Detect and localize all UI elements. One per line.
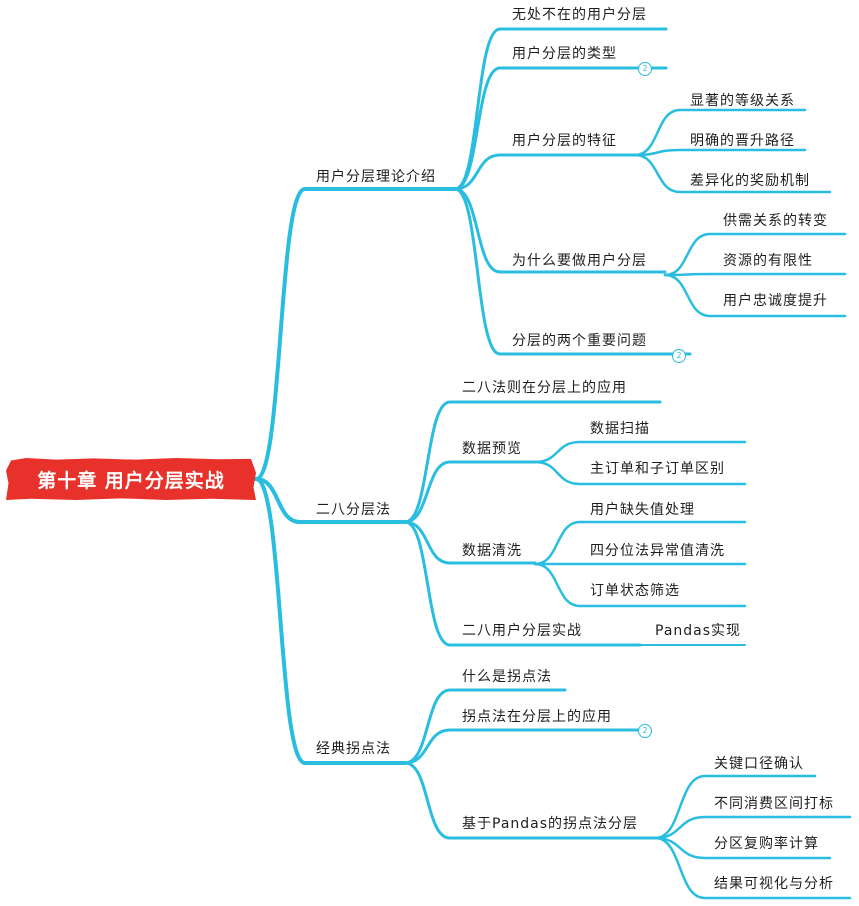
connector-line	[663, 232, 847, 277]
collapsed-count-badge[interactable]: 2	[638, 62, 652, 76]
connector-line	[533, 562, 747, 608]
topic-inflection-method[interactable]: 经典拐点法	[316, 741, 391, 757]
connector-line	[653, 815, 852, 840]
topic-missing-values[interactable]: 用户缺失值处理	[590, 502, 695, 518]
connector-line	[403, 400, 662, 524]
connector-line	[453, 187, 667, 274]
connector-line	[533, 520, 747, 566]
connector-line	[254, 187, 457, 481]
topic-layering-types[interactable]: 用户分层的类型	[512, 46, 617, 62]
topic-pareto-application[interactable]: 二八法则在分层上的应用	[462, 380, 627, 396]
topic-metric-definition[interactable]: 关键口径确认	[714, 756, 804, 772]
topic-supply-demand[interactable]: 供需关系的转变	[723, 213, 828, 229]
connector-line	[403, 761, 657, 840]
connector-line	[403, 460, 537, 524]
topic-ubiquitous-layering[interactable]: 无处不在的用户分层	[512, 7, 647, 23]
topic-data-scan[interactable]: 数据扫描	[590, 421, 650, 437]
connector-line	[403, 520, 537, 565]
topic-two-key-questions[interactable]: 分层的两个重要问题	[512, 333, 647, 349]
connector-line	[403, 728, 642, 765]
connector-line	[653, 836, 852, 900]
connector-line	[653, 774, 817, 840]
topic-order-difference[interactable]: 主订单和子订单区别	[590, 461, 725, 477]
root-label: 第十章 用户分层实战	[37, 469, 225, 492]
connector-line	[633, 153, 832, 194]
topic-pandas-implementation[interactable]: Pandas实现	[655, 623, 742, 639]
connector-line	[453, 187, 692, 356]
collapsed-count-badge[interactable]: 2	[672, 349, 686, 363]
topic-loyalty[interactable]: 用户忠诚度提升	[723, 293, 828, 309]
connector-line	[453, 66, 668, 191]
topic-outlier-cleaning[interactable]: 四分位法异常值清洗	[590, 543, 725, 559]
topic-pareto-method[interactable]: 二八分层法	[316, 502, 391, 518]
topic-layering-features[interactable]: 用户分层的特征	[512, 133, 617, 149]
topic-pareto-practice[interactable]: 二八用户分层实战	[462, 623, 582, 639]
connector-line	[453, 153, 637, 191]
topic-consumption-tagging[interactable]: 不同消费区间打标	[714, 796, 834, 812]
collapsed-count-badge[interactable]: 2	[638, 724, 652, 738]
topic-limited-resources[interactable]: 资源的有限性	[723, 253, 813, 269]
topic-pandas-inflection[interactable]: 基于Pandas的拐点法分层	[462, 816, 639, 832]
topic-data-cleaning[interactable]: 数据清洗	[462, 543, 522, 559]
connector-line	[663, 272, 847, 277]
topic-feature-rewards[interactable]: 差异化的奖励机制	[690, 173, 810, 189]
topic-feature-hierarchy[interactable]: 显著的等级关系	[690, 93, 795, 109]
topic-visualization[interactable]: 结果可视化与分析	[714, 876, 834, 892]
topic-why-layering[interactable]: 为什么要做用户分层	[512, 253, 647, 269]
topic-data-preview[interactable]: 数据预览	[462, 441, 522, 457]
connector-line	[254, 477, 407, 524]
root-topic[interactable]: 第十章 用户分层实战	[6, 458, 256, 500]
connector-line	[533, 460, 747, 486]
topic-what-is-inflection[interactable]: 什么是拐点法	[462, 669, 552, 685]
connector-line	[533, 440, 747, 464]
connector-line	[403, 520, 642, 647]
connector-line	[633, 148, 807, 157]
topic-repurchase-rate[interactable]: 分区复购率计算	[714, 836, 819, 852]
connector-line	[633, 108, 807, 157]
topic-feature-promotion[interactable]: 明确的晋升路径	[690, 133, 795, 149]
connector-line	[403, 688, 567, 765]
topic-order-status-filter[interactable]: 订单状态筛选	[590, 583, 680, 599]
topic-theory-intro[interactable]: 用户分层理论介绍	[316, 169, 436, 185]
connector-line	[663, 273, 847, 318]
connector-line	[254, 477, 407, 765]
topic-inflection-application[interactable]: 拐点法在分层上的应用	[462, 709, 612, 725]
